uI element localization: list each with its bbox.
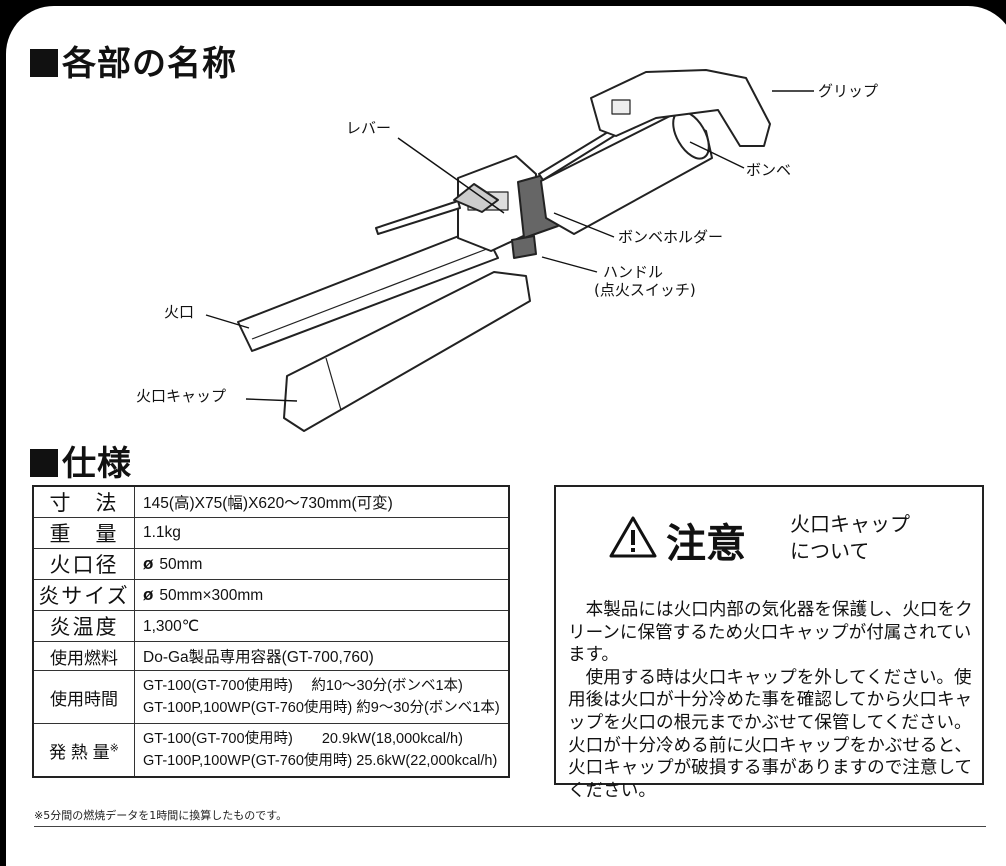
spec-value: ø 50mm×300mm (133, 579, 510, 611)
label-nozzle: 火口 (164, 303, 195, 321)
footnote-mark: ※ (109, 741, 119, 754)
manual-page: 各部の名称 (6, 6, 1006, 866)
table-row: 寸 法 145(高)X75(幅)X620〜730mm(可変) (32, 485, 510, 518)
caution-paragraph-1: 本製品には火口内部の気化器を保護し、火口をクリーンに保管するため火口キャップが付… (568, 600, 973, 666)
caution-body: 本製品には火口内部の気化器を保護し、火口をクリーンに保管するため火口キャップが付… (568, 599, 980, 802)
caution-subtitle-line-2: について (790, 539, 870, 563)
spec-key: 炎温度 (32, 610, 135, 642)
spec-value: 1,300℃ (133, 610, 510, 642)
section-square-icon (30, 449, 58, 477)
table-row: 使用時間 GT-100(GT-700使用時) 約10〜30分(ボンベ1本) GT… (32, 670, 510, 724)
spec-table: 寸 法 145(高)X75(幅)X620〜730mm(可変) 重 量 1.1kg… (32, 485, 510, 778)
table-row: 発 熱 量※ GT-100(GT-700使用時) 20.9kW(18,000kc… (32, 723, 510, 778)
usage-line-2: GT-100P,100WP(GT-760使用時) 約9〜30分(ボンベ1本) (143, 700, 500, 716)
label-bombe-holder: ボンベホルダー (618, 228, 724, 246)
spec-value-text: 50mm (159, 556, 203, 573)
parts-title-text: 各部の名称 (62, 44, 237, 84)
section-square-icon (30, 49, 58, 77)
label-handle: ハンドル (603, 263, 664, 281)
spec-value: ø 50mm (133, 548, 510, 580)
spec-value: GT-100(GT-700使用時) 約10〜30分(ボンベ1本) GT-100P… (133, 670, 510, 724)
grip-shape (590, 69, 771, 147)
table-row: 使用燃料 Do-Ga製品専用容器(GT-700,760) (32, 641, 510, 671)
table-row: 火口径 ø 50mm (32, 548, 510, 580)
label-nozzle-cap: 火口キャップ (136, 387, 227, 405)
heat-line-1: GT-100(GT-700使用時) 20.9kW(18,000kcal/h) (143, 731, 463, 747)
table-row: 重 量 1.1kg (32, 517, 510, 549)
lever-shape (453, 183, 499, 213)
spec-key: 使用燃料 (32, 641, 135, 671)
warning-icon (609, 516, 657, 558)
caution-title: 注意 (666, 521, 746, 567)
spec-value: 145(高)X75(幅)X620〜730mm(可変) (133, 485, 510, 518)
spec-value: GT-100(GT-700使用時) 20.9kW(18,000kcal/h) G… (133, 723, 510, 778)
caution-paragraph-2: 使用する時は火口キャップを外してください。使用後は火口が十分冷めた事を確認してか… (568, 667, 973, 801)
table-row: 炎サイズ ø 50mm×300mm (32, 579, 510, 611)
caution-box: 注意 火口キャップ について 本製品には火口内部の気化器を保護し、火口をクリーン… (554, 485, 984, 801)
label-grip: グリップ (818, 82, 879, 100)
diameter-icon: ø (143, 585, 154, 604)
torch-diagram (205, 69, 814, 432)
spec-key: 寸 法 (32, 485, 135, 518)
spec-key: 発 熱 量※ (32, 723, 135, 778)
heat-key-text: 発 熱 量 (49, 742, 110, 762)
handle-knurl (511, 235, 537, 259)
spec-title-text: 仕様 (62, 444, 132, 484)
label-handle-sub: (点火スイッチ) (594, 281, 696, 299)
nozzle-cap-shape (283, 271, 531, 432)
spec-value: Do-Ga製品専用容器(GT-700,760) (133, 641, 510, 671)
spec-key: 使用時間 (32, 670, 135, 724)
spec-key: 炎サイズ (32, 579, 135, 611)
spec-key: 重 量 (32, 517, 135, 549)
spec-value-text: 50mm×300mm (159, 587, 264, 604)
spec-footnote: ※5分間の燃焼データを1時間に換算したものです。 (34, 809, 288, 822)
diameter-icon: ø (143, 554, 154, 573)
spec-section-title: 仕様 (30, 436, 132, 485)
caution-subtitle: 火口キャップ について (790, 511, 910, 565)
label-bombe: ボンベ (746, 161, 792, 179)
table-row: 炎温度 1,300℃ (32, 610, 510, 642)
usage-line-1: GT-100(GT-700使用時) 約10〜30分(ボンベ1本) (143, 678, 463, 694)
spec-value: 1.1kg (133, 517, 510, 549)
spec-key: 火口径 (32, 548, 135, 580)
caution-subtitle-line-1: 火口キャップ (790, 512, 910, 536)
divider (34, 826, 986, 827)
label-lever: レバー (346, 119, 392, 137)
parts-section-title: 各部の名称 (30, 36, 237, 85)
heat-line-2: GT-100P,100WP(GT-760使用時) 25.6kW(22,000kc… (143, 753, 498, 769)
